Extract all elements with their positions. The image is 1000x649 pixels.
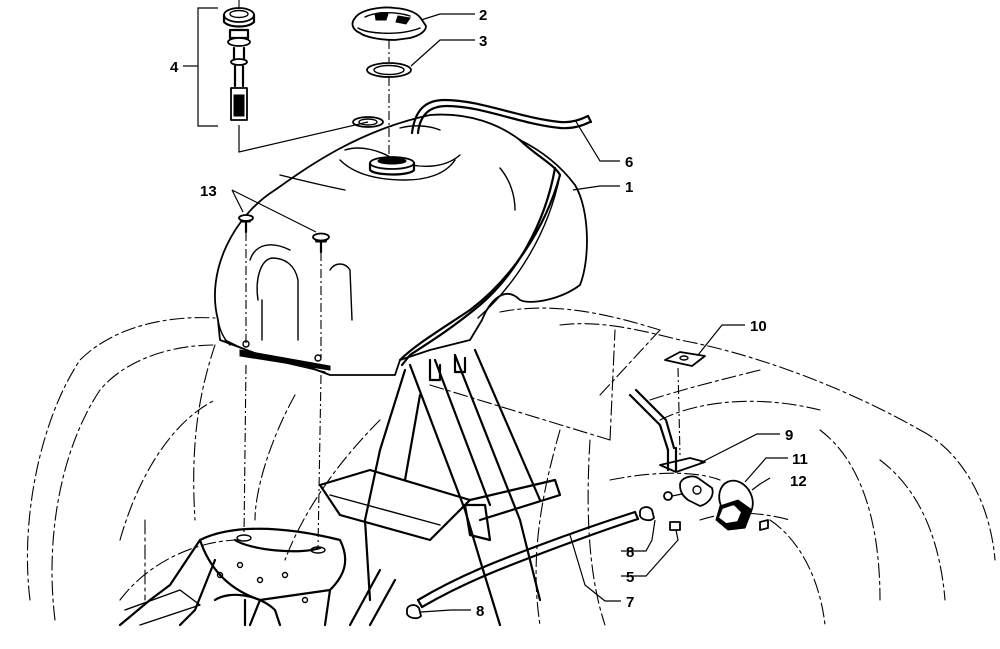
callout-9: 9	[785, 427, 793, 444]
callout-3: 3	[479, 33, 487, 50]
callout-10: 10	[750, 318, 767, 335]
callout-1: 1	[625, 179, 633, 196]
valve-fitting	[669, 521, 681, 531]
valve-knob	[715, 479, 754, 531]
fuel-gauge-sender	[222, 7, 256, 121]
leader-lines	[231, 13, 788, 613]
callout-7: 7	[626, 594, 634, 611]
callout-12: 12	[790, 473, 807, 490]
bracket-plate	[664, 351, 706, 367]
cap-gasket	[366, 62, 412, 78]
fuel-tank	[214, 113, 588, 382]
frame-structure	[118, 348, 562, 627]
knob-screw	[759, 519, 769, 531]
fuel-valve	[628, 388, 714, 507]
tank-mount-screws	[238, 214, 330, 254]
callout-8-clamp-valve: 8	[626, 544, 634, 561]
hose-clamps	[406, 506, 655, 620]
callout-4: 4	[170, 59, 179, 76]
callout-6: 6	[625, 154, 633, 171]
fuel-cap	[351, 6, 427, 41]
callout-8-clamp-hose: 8	[476, 603, 484, 620]
fuel-line-hose	[416, 510, 640, 609]
vent-hose	[410, 98, 593, 135]
callout-13: 13	[200, 183, 217, 200]
callout-5: 5	[626, 569, 634, 586]
callout-numbers: 1 2 3 4 5 6 7 8 8 9 10 11 12 13	[170, 7, 808, 620]
callout-2: 2	[479, 7, 487, 24]
callout-11: 11	[792, 451, 808, 468]
vehicle-body-outline	[26, 295, 996, 626]
